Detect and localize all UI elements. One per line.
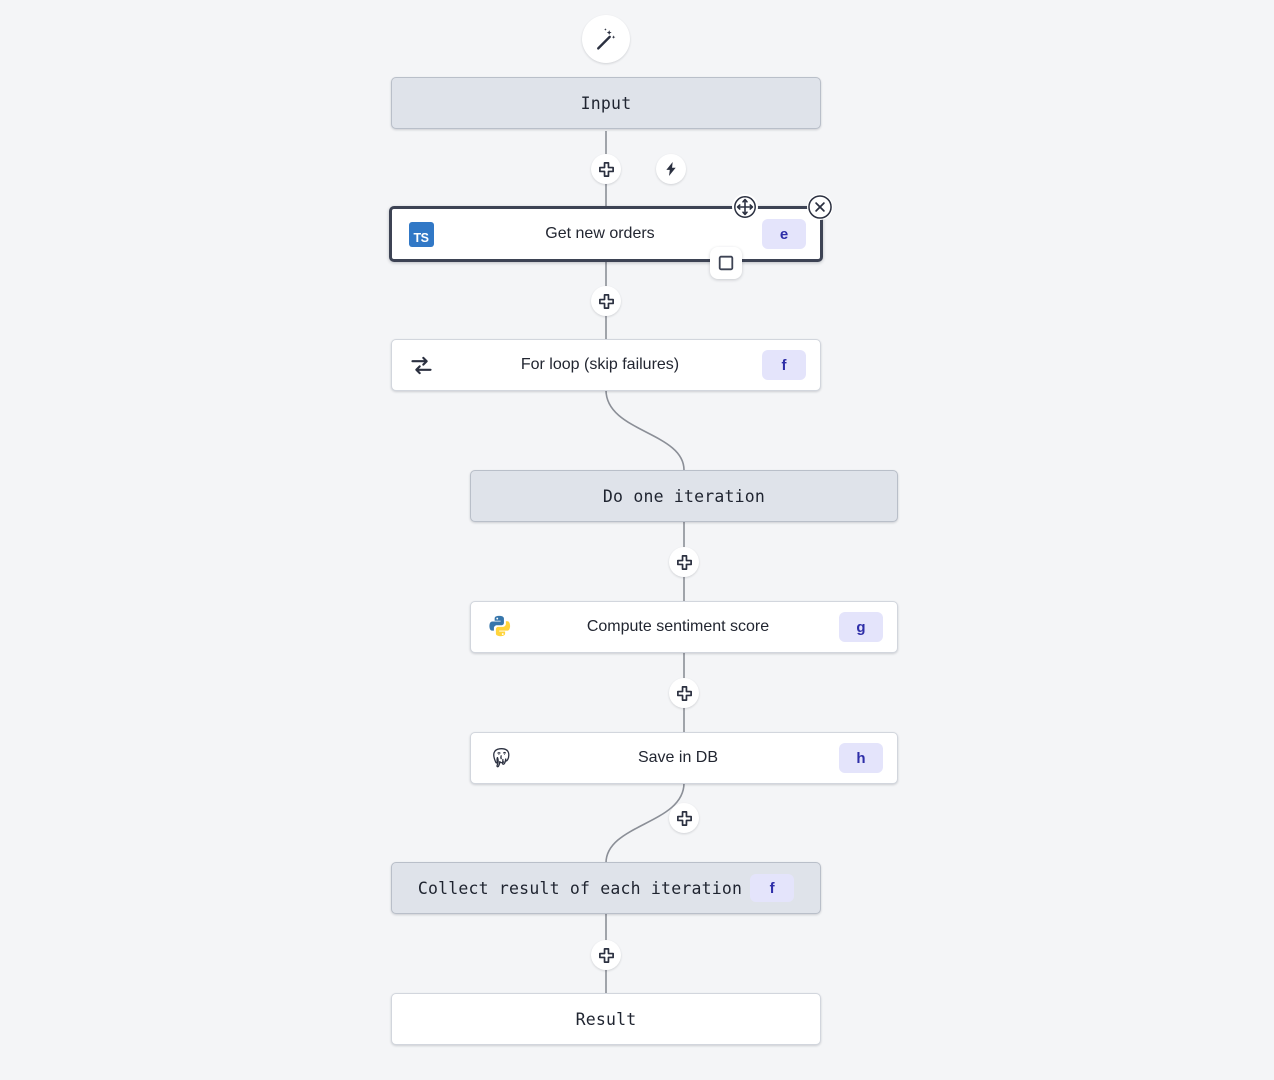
node-title: Get new orders: [545, 225, 655, 242]
node-title: Result: [575, 1009, 637, 1029]
close-node-button[interactable]: [807, 194, 833, 220]
node-title: Compute sentiment score: [586, 618, 770, 635]
move-icon: [734, 196, 756, 218]
branch-toggle-button[interactable]: [710, 247, 742, 279]
postgresql-icon: [483, 745, 517, 772]
node-title: Collect result of each iteration: [417, 878, 743, 898]
add-step-button-after-input[interactable]: [591, 154, 621, 184]
python-logo-glyph: [488, 615, 510, 636]
shortcut-badge[interactable]: g: [839, 612, 883, 642]
node-do-one-iteration[interactable]: Do one iteration: [470, 470, 898, 522]
postgresql-elephant-glyph: [492, 747, 509, 767]
lightning-trigger-button[interactable]: [656, 154, 686, 184]
ai-generate-button[interactable]: [582, 15, 630, 63]
node-save-in-db[interactable]: Save in DB h: [470, 732, 898, 784]
python-icon: [483, 614, 517, 641]
node-title: Input: [580, 93, 632, 113]
magic-wand-icon: [597, 28, 616, 50]
lightning-bolt-icon: [666, 162, 676, 176]
plus-icon: [598, 947, 614, 963]
move-handle-button[interactable]: [732, 194, 758, 220]
node-get-new-orders[interactable]: TS Get new orders e: [389, 206, 823, 262]
plus-icon: [676, 554, 692, 570]
shortcut-badge[interactable]: h: [839, 743, 883, 773]
node-title: Save in DB: [637, 749, 719, 766]
loop-icon: [404, 352, 438, 379]
node-compute-sentiment-score[interactable]: Compute sentiment score g: [470, 601, 898, 653]
shortcut-badge[interactable]: e: [762, 219, 806, 249]
node-title: Do one iteration: [602, 486, 766, 506]
repeat-icon-glyph: [410, 356, 432, 374]
add-step-button-after-do-one-iteration[interactable]: [669, 547, 699, 577]
node-collect-result[interactable]: Collect result of each iteration f: [391, 862, 821, 914]
add-step-button-after-compute-sentiment-score[interactable]: [669, 678, 699, 708]
plus-icon: [676, 685, 692, 701]
edge-for-loop-to-do-one-iteration: [605, 389, 685, 471]
square-icon: [718, 255, 734, 271]
add-step-button-after-save-in-db[interactable]: [669, 803, 699, 833]
shortcut-badge[interactable]: f: [750, 874, 795, 902]
shortcut-badge[interactable]: f: [762, 350, 806, 380]
plus-icon: [676, 810, 692, 826]
node-input[interactable]: Input: [391, 77, 821, 129]
node-for-loop[interactable]: For loop (skip failures) f: [391, 339, 821, 391]
close-icon: [808, 195, 832, 219]
typescript-icon: TS: [404, 221, 438, 247]
add-step-button-after-collect-result[interactable]: [591, 940, 621, 970]
plus-icon: [598, 293, 614, 309]
add-step-button-after-get-new-orders[interactable]: [591, 286, 621, 316]
node-result[interactable]: Result: [391, 993, 821, 1045]
plus-icon: [598, 161, 614, 177]
typescript-logo-label: TS: [408, 221, 434, 247]
node-title: For loop (skip failures): [520, 356, 680, 373]
